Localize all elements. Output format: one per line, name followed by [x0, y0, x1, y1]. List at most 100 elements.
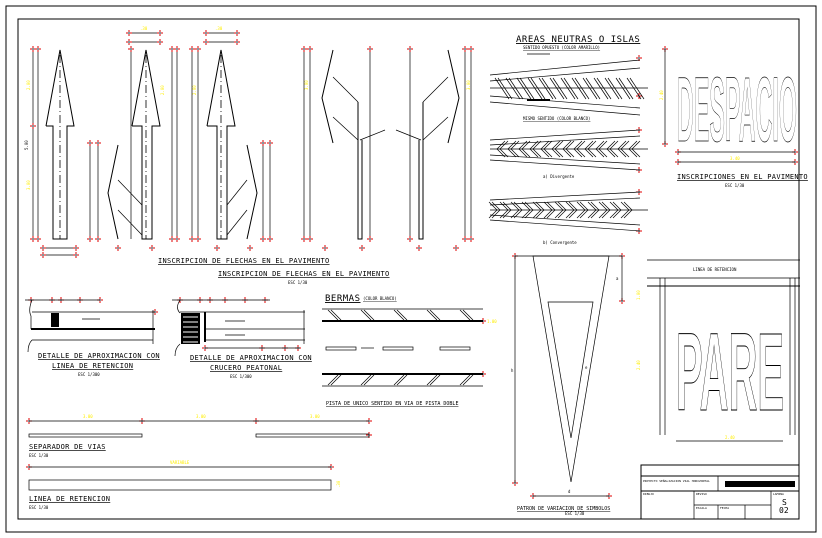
- berm-hatch: [393, 309, 405, 321]
- hatch-line: [549, 77, 565, 100]
- approach-1-caption-2: LINEA DE RETENCION: [52, 362, 133, 370]
- chevron-mark: [601, 201, 611, 219]
- dimension-marker-center: [236, 41, 238, 43]
- approach-2-caption-2: CRUCERO PEATONAL: [210, 364, 282, 372]
- chevron-mark: [521, 140, 531, 158]
- dimension-marker-center: [42, 247, 44, 249]
- retention-caption: LINEA DE RETENCION: [29, 495, 110, 503]
- svg-text:a: a: [616, 276, 619, 281]
- chevron-mark: [518, 140, 528, 158]
- chevron-mark: [554, 201, 564, 219]
- berm-hatch: [327, 374, 339, 386]
- berm-hatch: [393, 374, 405, 386]
- svg-text:e: e: [585, 365, 588, 370]
- chevron-mark: [507, 140, 517, 158]
- berm-hatch: [360, 374, 372, 386]
- island-same-divergent: [489, 129, 648, 171]
- approach-1-scale: ESC 1/300: [78, 372, 100, 377]
- chevron-mark: [543, 140, 553, 158]
- separator-scale: ESC 1/30: [29, 453, 49, 458]
- dimension-marker-center: [470, 238, 472, 240]
- dimension-marker-center: [128, 32, 130, 34]
- chevron-mark: [631, 140, 641, 158]
- chevron-mark: [502, 201, 512, 219]
- chevron-mark: [546, 201, 556, 219]
- chevron-mark: [609, 201, 619, 219]
- hatch-line: [607, 77, 623, 100]
- svg-text:5.00: 5.00: [24, 140, 29, 150]
- retention-line-drawing: VARIABLE .30: [28, 460, 341, 491]
- berm-hatch: [363, 374, 375, 386]
- arrow-left-turn: 3.00: [303, 49, 386, 240]
- dimension-marker-center: [176, 48, 178, 50]
- chevron-mark: [587, 140, 597, 158]
- berm-hatch: [426, 374, 438, 386]
- berm-hatch: [429, 309, 441, 321]
- dimension-marker-center: [42, 254, 44, 256]
- hatch-line: [508, 77, 524, 100]
- despacio-dimension: 2.40 3.40: [659, 49, 795, 163]
- chevron-mark: [551, 140, 561, 158]
- pare-word: PARE: [676, 311, 784, 434]
- svg-text:3.00: 3.00: [466, 80, 471, 90]
- note-convergent: b) Convergente: [543, 240, 577, 245]
- dimension-markers: [26, 30, 798, 499]
- berm-hatch: [462, 374, 474, 386]
- hatch-line: [530, 77, 546, 100]
- dimension-marker-center: [171, 48, 173, 50]
- chevron-mark: [565, 140, 575, 158]
- dimension-marker-center: [205, 41, 207, 43]
- svg-text:2.00: 2.00: [160, 85, 165, 95]
- dimension-marker-center: [369, 238, 371, 240]
- chevron-mark: [491, 201, 501, 219]
- note-divergent: a) Divergente: [543, 174, 575, 179]
- berm-hatch: [327, 309, 339, 321]
- dimension-marker-center: [249, 247, 251, 249]
- chevron-caption: PATRON DE VARIACION DE SIMBOLOS: [517, 506, 610, 512]
- chevron-mark: [595, 140, 605, 158]
- berm-hatch: [429, 374, 441, 386]
- svg-text:PROYECTO SEÑALIZACION VIAL HOR: PROYECTO SEÑALIZACION VIAL HORIZONTAL: [643, 478, 710, 483]
- chevron-mark: [606, 140, 616, 158]
- dimension-marker-center: [464, 238, 466, 240]
- chevron-mark: [524, 201, 534, 219]
- pare-retention-label: LINEA DE RETENCION: [693, 267, 737, 272]
- svg-text:3.00: 3.00: [26, 180, 31, 190]
- arrows-caption-2: INSCRIPCION DE FLECHAS EN EL PAVIMENTO: [218, 270, 390, 278]
- dimension-marker-center: [171, 238, 173, 240]
- berm-hatch: [363, 309, 375, 321]
- arrows-scale: ESC 1/30: [288, 280, 308, 285]
- dimension-marker-center: [216, 247, 218, 249]
- chevron-mark: [562, 140, 572, 158]
- chevron-mark: [510, 201, 520, 219]
- hatch-line: [593, 77, 609, 100]
- svg-text:2.00: 2.00: [26, 80, 31, 90]
- inner-border: [17, 18, 800, 520]
- dimension-marker-center: [89, 238, 91, 240]
- chevron-mark: [510, 140, 520, 158]
- svg-text:VARIABLE: VARIABLE: [170, 460, 190, 465]
- chevron-mark: [557, 201, 567, 219]
- svg-text:ESCALA: ESCALA: [696, 506, 707, 510]
- sheet-number: S: [782, 498, 787, 507]
- dimension-marker-center: [159, 32, 161, 34]
- chevron-mark: [499, 140, 509, 158]
- svg-text:2.40: 2.40: [636, 360, 641, 370]
- dimension-marker-center: [269, 238, 271, 240]
- svg-text:3.00: 3.00: [83, 414, 93, 419]
- bermas-title: BERMAS: [325, 294, 361, 304]
- dimension-marker-center: [117, 247, 119, 249]
- chevron-mark: [620, 201, 630, 219]
- dimension-marker-center: [309, 238, 311, 240]
- chevron-mark: [620, 140, 630, 158]
- svg-text:.30: .30: [140, 26, 148, 31]
- dimension-marker-center: [97, 142, 99, 144]
- chevron-mark: [529, 140, 539, 158]
- dimension-marker-center: [32, 238, 34, 240]
- bermas-caption: PISTA DE UNICO SENTIDO EN VIA DE PISTA D…: [326, 401, 458, 407]
- hatch-line: [604, 77, 620, 100]
- separator-caption: SEPARADOR DE VIAS: [29, 443, 106, 451]
- chevron-mark: [598, 201, 608, 219]
- dimension-marker-center: [197, 238, 199, 240]
- berm-hatch: [459, 309, 471, 321]
